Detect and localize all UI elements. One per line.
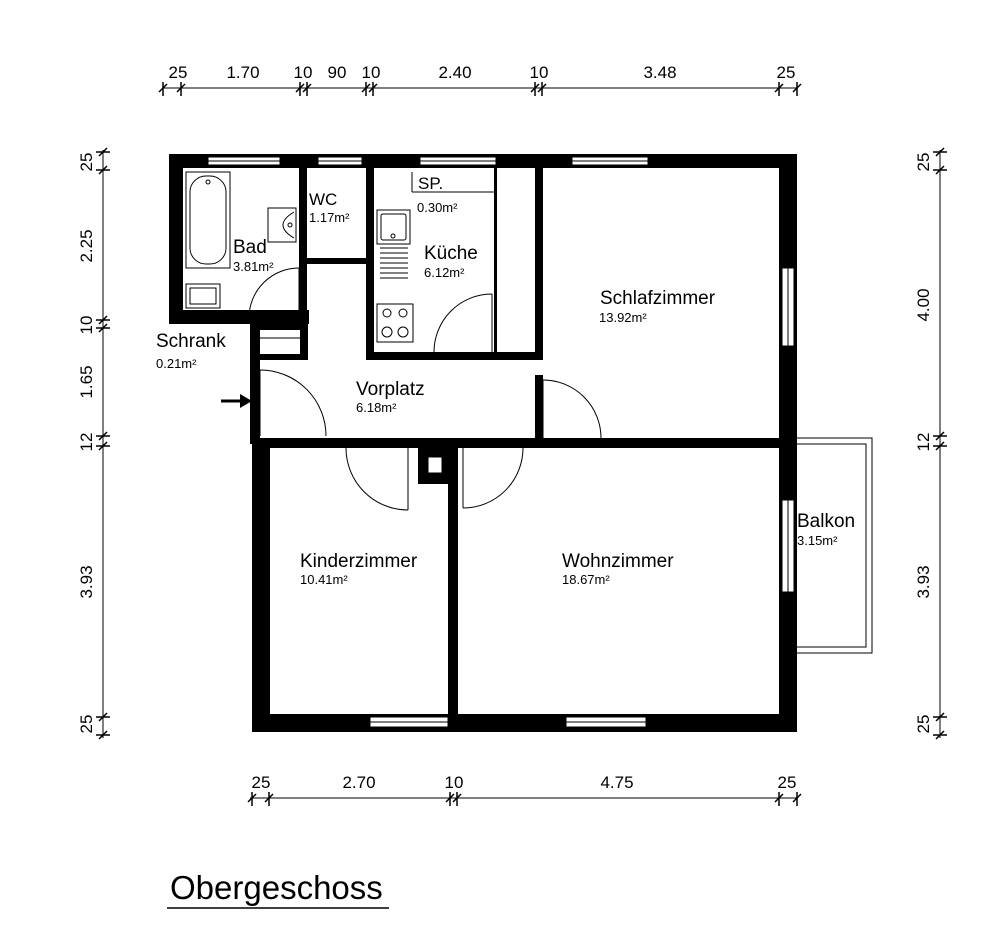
dim-right-4: 3.93 [914, 565, 933, 598]
room-area-kinderzimmer: 10.41m² [300, 572, 348, 587]
dim-top-2: 1.70 [226, 63, 259, 82]
stove [376, 303, 414, 343]
dim-top-8: 3.48 [643, 63, 676, 82]
dim-left-2: 2.25 [77, 229, 96, 262]
room-name-wc: WC [309, 190, 337, 209]
room-name-wohnzimmer: Wohnzimmer [562, 551, 674, 572]
dim-left-6: 3.93 [77, 565, 96, 598]
dim-top-7: 10 [530, 63, 549, 82]
interior-walls [258, 168, 797, 714]
top-dimension-line: 25 1.70 10 90 10 2.40 10 3.48 25 [158, 63, 802, 96]
balcony-railing [797, 437, 873, 654]
dim-right-5: 25 [914, 715, 933, 734]
room-name-kueche: Küche [424, 243, 478, 264]
room-name-balkon: Balkon [797, 511, 855, 532]
room-area-bad: 3.81m² [233, 259, 274, 274]
room-area-vorplatz: 6.18m² [356, 400, 397, 415]
kitchen-sink [376, 209, 411, 279]
room-name-sp: SP. [418, 174, 443, 193]
room-area-kueche: 6.12m² [424, 265, 465, 280]
pantry-shelf [411, 172, 494, 193]
room-area-sp: 0.30m² [417, 200, 458, 215]
room-name-schlafzimmer: Schlafzimmer [600, 288, 716, 309]
dim-right-3: 12 [914, 433, 933, 452]
room-name-vorplatz: Vorplatz [356, 379, 425, 400]
room-area-wc: 1.17m² [309, 210, 350, 225]
dim-bottom-4: 4.75 [600, 773, 633, 792]
windows [207, 156, 795, 728]
room-name-schrank: Schrank [156, 331, 226, 352]
room-area-wohnzimmer: 18.67m² [562, 572, 610, 587]
dim-left-5: 12 [77, 433, 96, 452]
dim-bottom-1: 25 [252, 773, 271, 792]
dim-top-5: 10 [362, 63, 381, 82]
dim-left-7: 25 [77, 715, 96, 734]
plan-title: Obergeschoss [170, 869, 383, 906]
room-area-balkon: 3.15m² [797, 533, 838, 548]
dim-bottom-2: 2.70 [342, 773, 375, 792]
room-area-schlafzimmer: 13.92m² [599, 310, 647, 325]
dim-top-1: 25 [169, 63, 188, 82]
doors [248, 267, 602, 511]
dim-left-4: 1.65 [77, 365, 96, 398]
room-area-schrank: 0.21m² [156, 356, 197, 371]
left-dimension-line: 25 2.25 10 1.65 12 3.93 25 [77, 147, 110, 740]
dim-left-1: 25 [77, 153, 96, 172]
toilet [185, 283, 221, 309]
dim-top-6: 2.40 [438, 63, 471, 82]
room-name-kinderzimmer: Kinderzimmer [300, 551, 418, 572]
bottom-dimension-line: 25 2.70 10 4.75 25 [247, 773, 802, 806]
room-labels: Bad 3.81m² WC 1.17m² SP. 0.30m² Küche 6.… [156, 174, 855, 587]
dim-top-4: 90 [328, 63, 347, 82]
entrance-arrow-icon [221, 394, 252, 408]
bathtub [185, 171, 231, 269]
dim-right-1: 25 [914, 153, 933, 172]
right-dimension-line: 25 4.00 12 3.93 25 [914, 147, 947, 740]
dim-left-3: 10 [77, 316, 96, 335]
dim-bottom-3: 10 [445, 773, 464, 792]
dim-right-2: 4.00 [914, 288, 933, 321]
room-name-bad: Bad [233, 237, 267, 258]
dim-top-3: 10 [294, 63, 313, 82]
dim-bottom-5: 25 [778, 773, 797, 792]
dim-top-9: 25 [777, 63, 796, 82]
washbasin [267, 207, 297, 243]
